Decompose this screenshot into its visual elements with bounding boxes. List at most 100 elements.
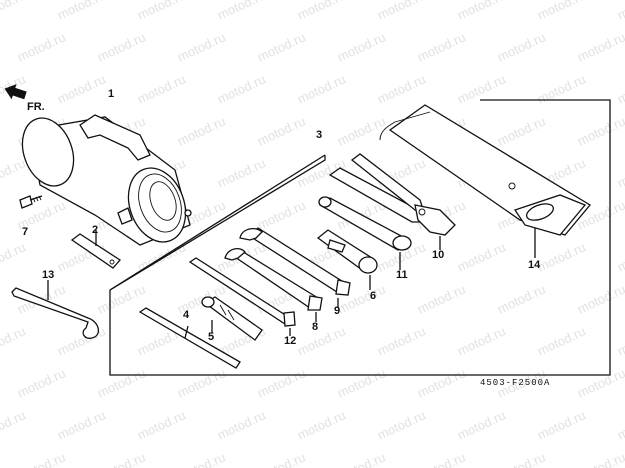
part-4-screwdriver-shaft xyxy=(138,307,241,369)
part-11-box-spanner xyxy=(318,196,412,270)
callout-3: 3 xyxy=(316,129,322,141)
watermark-text: motod.ru xyxy=(295,323,348,358)
front-direction-indicator: FR. xyxy=(4,84,45,113)
callout-2: 2 xyxy=(92,224,98,236)
callout-14: 14 xyxy=(528,259,541,271)
watermark-text: motod.ru xyxy=(95,449,148,468)
watermark-text: motod.ru xyxy=(255,29,308,64)
callout-8: 8 xyxy=(312,321,318,333)
callout-6: 6 xyxy=(370,290,376,302)
watermark-text: motod.ru xyxy=(55,71,108,106)
part-8-open-end-wrench xyxy=(224,247,323,322)
watermark-text: motod.ru xyxy=(15,365,68,400)
watermark-text: motod.ru xyxy=(375,323,428,358)
watermark-text: motod.ru xyxy=(135,71,188,106)
front-arrow-icon xyxy=(4,84,27,100)
watermark-text: motod.ru xyxy=(15,29,68,64)
watermark-text: motod.ru xyxy=(0,0,28,23)
watermark-text: motod.ru xyxy=(575,281,625,316)
watermark-text: motod.ru xyxy=(455,323,508,358)
watermark-text: motod.ru xyxy=(295,0,348,23)
callout-5: 5 xyxy=(208,331,214,343)
watermark-text: motod.ru xyxy=(135,407,188,442)
part-2-plate xyxy=(70,230,121,269)
part-5-screwdriver xyxy=(201,296,263,341)
watermark-text: motod.ru xyxy=(95,29,148,64)
watermark-text: motod.ru xyxy=(55,0,108,23)
watermark-text: motod.ru xyxy=(295,71,348,106)
callout-9: 9 xyxy=(334,305,340,317)
watermark-text: motod.ru xyxy=(615,323,625,358)
watermark-text: motod.ru xyxy=(375,0,428,23)
watermark-text: motod.ru xyxy=(335,113,388,148)
watermark-text: motod.ru xyxy=(215,0,268,23)
watermark-text: motod.ru xyxy=(495,281,548,316)
watermark-text: motod.ru xyxy=(575,113,625,148)
callout-13: 13 xyxy=(42,269,54,281)
watermark-text: motod.ru xyxy=(255,197,308,232)
watermark-text: motod.ru xyxy=(455,239,508,274)
watermark-text: motod.ru xyxy=(575,29,625,64)
watermark-text: motod.ru xyxy=(535,0,588,23)
watermark-text: motod.ru xyxy=(215,407,268,442)
watermark-text: motod.ru xyxy=(0,323,28,358)
watermark-text: motod.ru xyxy=(415,281,468,316)
watermark-text: motod.ru xyxy=(175,449,228,468)
callout-7: 7 xyxy=(22,226,28,238)
watermark-text: motod.ru xyxy=(335,29,388,64)
callout-4: 4 xyxy=(183,309,190,321)
watermark-text: motod.ru xyxy=(335,449,388,468)
watermark-text: motod.ru xyxy=(375,71,428,106)
watermark-text: motod.ru xyxy=(495,113,548,148)
watermark-text: motod.ru xyxy=(615,155,625,190)
watermark-text: motod.ru xyxy=(495,29,548,64)
watermark-text: motod.ru xyxy=(415,365,468,400)
watermark-text: motod.ru xyxy=(535,71,588,106)
watermark-text: motod.ru xyxy=(615,239,625,274)
watermark-text: motod.ru xyxy=(55,323,108,358)
watermark-text: motod.ru xyxy=(0,155,28,190)
watermark-text: motod.ru xyxy=(535,323,588,358)
watermark-text: motod.ru xyxy=(255,365,308,400)
watermark-text: motod.ru xyxy=(55,407,108,442)
watermark-text: motod.ru xyxy=(615,71,625,106)
part-9-open-end-wrench xyxy=(239,227,351,308)
part-1-tool-case xyxy=(21,114,192,246)
watermark-text: motod.ru xyxy=(255,113,308,148)
watermark-text: motod.ru xyxy=(575,449,625,468)
watermark-text: motod.ru xyxy=(215,71,268,106)
watermark-text: motod.ru xyxy=(335,365,388,400)
watermark-text: motod.ru xyxy=(15,449,68,468)
callout-11: 11 xyxy=(396,269,408,281)
watermark-text: motod.ru xyxy=(95,365,148,400)
watermark-text: motod.ru xyxy=(575,365,625,400)
part-3-tool-set-outline xyxy=(109,99,611,376)
callout-12: 12 xyxy=(284,335,296,347)
watermark-text: motod.ru xyxy=(455,0,508,23)
part-13-pin-spanner xyxy=(11,280,99,339)
watermark-text: motod.ru xyxy=(455,71,508,106)
callout-10: 10 xyxy=(432,249,444,261)
watermark-text: motod.ru xyxy=(175,29,228,64)
watermark-text: motod.ru xyxy=(615,407,625,442)
watermark-text: motod.ru xyxy=(415,29,468,64)
watermark-text: motod.ru xyxy=(0,407,28,442)
watermark-text: motod.ru xyxy=(0,239,28,274)
watermark-text: motod.ru xyxy=(295,407,348,442)
watermark-text: motod.ru xyxy=(135,0,188,23)
watermark-text: motod.ru xyxy=(215,155,268,190)
watermark-text: motod.ru xyxy=(535,239,588,274)
part-10-pliers xyxy=(328,153,456,250)
watermark-text: motod.ru xyxy=(455,407,508,442)
callout-1: 1 xyxy=(108,88,114,100)
part-12-screwdriver-handle xyxy=(188,257,296,336)
callout-labels: 1 2 3 4 5 6 7 8 9 10 11 12 13 14 xyxy=(22,88,541,347)
part-7-screw xyxy=(19,195,43,209)
watermark-text: motod.ru xyxy=(495,449,548,468)
watermark-text: motod.ru xyxy=(255,449,308,468)
diagram-code: 4503-F2500A xyxy=(480,378,550,388)
watermark-text: motod.ru xyxy=(415,449,468,468)
part-14-tool-bag xyxy=(379,104,591,258)
front-arrow-label: FR. xyxy=(27,101,45,113)
